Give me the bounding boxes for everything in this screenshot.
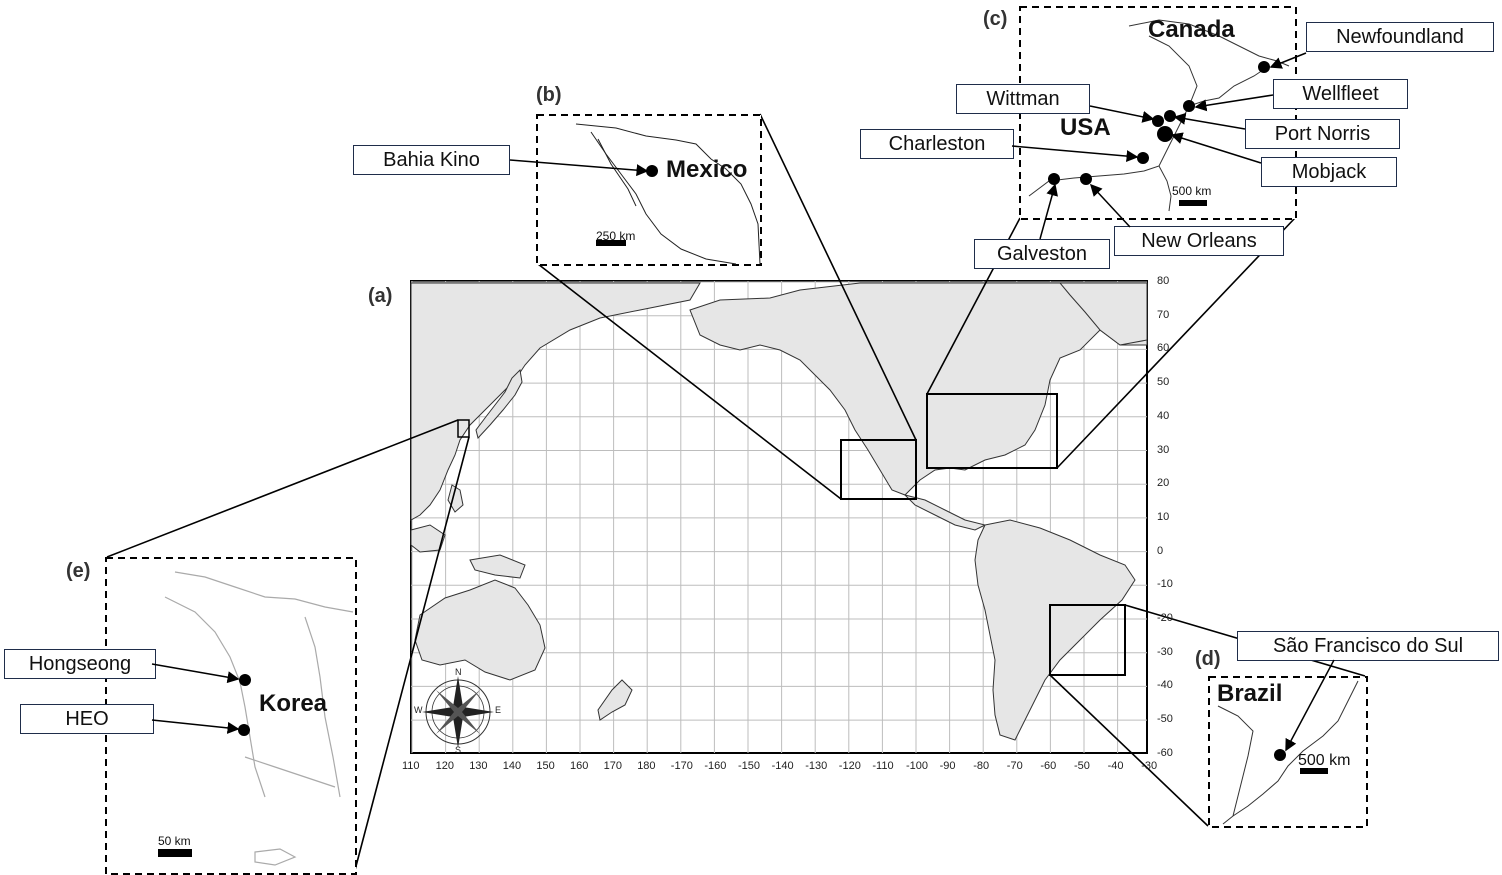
site-marker-mobjack (1157, 126, 1173, 142)
y-tick-label: 70 (1157, 308, 1170, 321)
y-tick-label: 40 (1157, 409, 1170, 422)
y-tick-label: 30 (1157, 443, 1170, 456)
x-tick-label: -30 (1141, 760, 1158, 772)
site-label-charleston: Charleston (860, 129, 1014, 159)
landmass-australia (414, 579, 546, 681)
site-label-new-orleans: New Orleans (1114, 226, 1284, 256)
panel-label-a: (a) (368, 285, 393, 307)
y-tick-label: -60 (1157, 746, 1173, 759)
panel-label-b: (b) (536, 84, 562, 106)
compass-s: S (455, 745, 462, 755)
site-label-newfoundland: Newfoundland (1306, 22, 1494, 52)
compass-e: E (495, 705, 502, 715)
site-marker-wittman (1152, 115, 1164, 127)
y-tick-label: 60 (1157, 342, 1170, 355)
site-label-sao-francisco: São Francisco do Sul (1237, 631, 1499, 661)
connector-lines (106, 113, 1366, 871)
landmass-new-guinea (469, 554, 526, 579)
land-masses (410, 282, 1148, 741)
site-label-heo: HEO (20, 704, 154, 734)
x-tick-label: -170 (670, 760, 693, 772)
y-tick-label: 80 (1157, 275, 1170, 287)
landmass-south-america (974, 519, 1136, 741)
compass-w: W (414, 705, 423, 715)
x-tick-label: -80 (973, 760, 990, 772)
compass-n: N (455, 667, 462, 677)
site-label-bahia-kino: Bahia Kino (353, 145, 510, 175)
x-tick-label: 180 (637, 760, 656, 772)
x-tick-label: 120 (435, 760, 454, 772)
site-label-galveston: Galveston (974, 239, 1110, 269)
inset-box-brazil (1049, 604, 1126, 676)
inset-box-mexico (840, 439, 917, 500)
country-label-usa: USA (1060, 114, 1111, 141)
x-tick-label: -90 (939, 760, 956, 772)
y-tick-label: -10 (1157, 578, 1173, 591)
x-tick-label: -120 (838, 760, 861, 772)
x-tick-label: 140 (502, 760, 522, 772)
y-tick-label: -50 (1157, 713, 1173, 726)
site-label-wittman: Wittman (956, 84, 1090, 114)
country-label-canada: Canada (1148, 16, 1235, 43)
scale-text-d: 500 km (1298, 752, 1351, 769)
compass-rose (422, 676, 494, 748)
scale-text-b: 250 km (596, 229, 636, 243)
site-label-mobjack: Mobjack (1261, 157, 1397, 187)
scale-text-c: 500 km (1172, 184, 1212, 198)
panel-label-e: (e) (66, 560, 91, 582)
site-marker-galveston (1048, 173, 1060, 185)
site-marker-sao-francisco (1274, 749, 1286, 761)
site-marker-charleston (1137, 152, 1149, 164)
y-tick-label: 10 (1157, 510, 1170, 523)
scale-text-e: 50 km (158, 834, 191, 848)
x-tick-label: -60 (1040, 760, 1057, 772)
x-tick-label: -150 (738, 760, 761, 772)
x-tick-label: -160 (704, 760, 727, 772)
site-marker-hongseong (239, 674, 251, 686)
site-marker-heo (238, 724, 250, 736)
y-tick-label: -20 (1157, 612, 1173, 624)
x-tick-label: -110 (872, 760, 894, 772)
inset-box-usa (926, 393, 1058, 469)
x-tick-label: -40 (1107, 760, 1124, 772)
site-label-port-norris: Port Norris (1245, 119, 1400, 149)
landmass-new-zealand (597, 679, 633, 721)
site-label-wellfleet: Wellfleet (1273, 79, 1408, 109)
y-tick-label: 50 (1157, 376, 1170, 389)
y-tick-label: 20 (1157, 477, 1170, 490)
site-label-hongseong: Hongseong (4, 649, 156, 679)
landmass-japan (475, 368, 523, 440)
landmass-asia (410, 282, 701, 521)
inset-box-korea (457, 419, 470, 438)
x-tick-label: 170 (603, 760, 622, 772)
landmass-central-america (903, 494, 987, 531)
x-tick-label: -50 (1074, 760, 1090, 772)
country-label-mexico: Mexico (666, 156, 748, 183)
country-label-korea: Korea (259, 690, 328, 717)
site-marker-new-orleans (1080, 173, 1092, 185)
inset-mexico (536, 114, 762, 266)
y-tick-label: 0 (1157, 544, 1164, 557)
x-tick-label: -130 (805, 760, 828, 772)
x-tick-label: -100 (906, 760, 929, 772)
x-tick-label: 130 (469, 760, 488, 772)
y-tick-label: -40 (1157, 679, 1173, 692)
landmass-greenland (1058, 282, 1148, 346)
country-label-brazil: Brazil (1217, 680, 1283, 707)
x-tick-label: 160 (570, 760, 589, 772)
x-tick-label: 150 (536, 760, 555, 772)
site-marker-port-norris (1164, 110, 1176, 122)
site-marker-wellfleet (1183, 100, 1195, 112)
y-tick-label: -30 (1157, 645, 1173, 658)
site-marker-bahia-kino (646, 165, 658, 177)
x-tick-label: -70 (1006, 760, 1023, 772)
site-marker-newfoundland (1258, 61, 1270, 73)
panel-label-c: (c) (983, 8, 1008, 30)
panel-label-d: (d) (1195, 648, 1221, 670)
x-tick-label: 110 (402, 760, 420, 772)
x-tick-label: -140 (771, 760, 794, 772)
